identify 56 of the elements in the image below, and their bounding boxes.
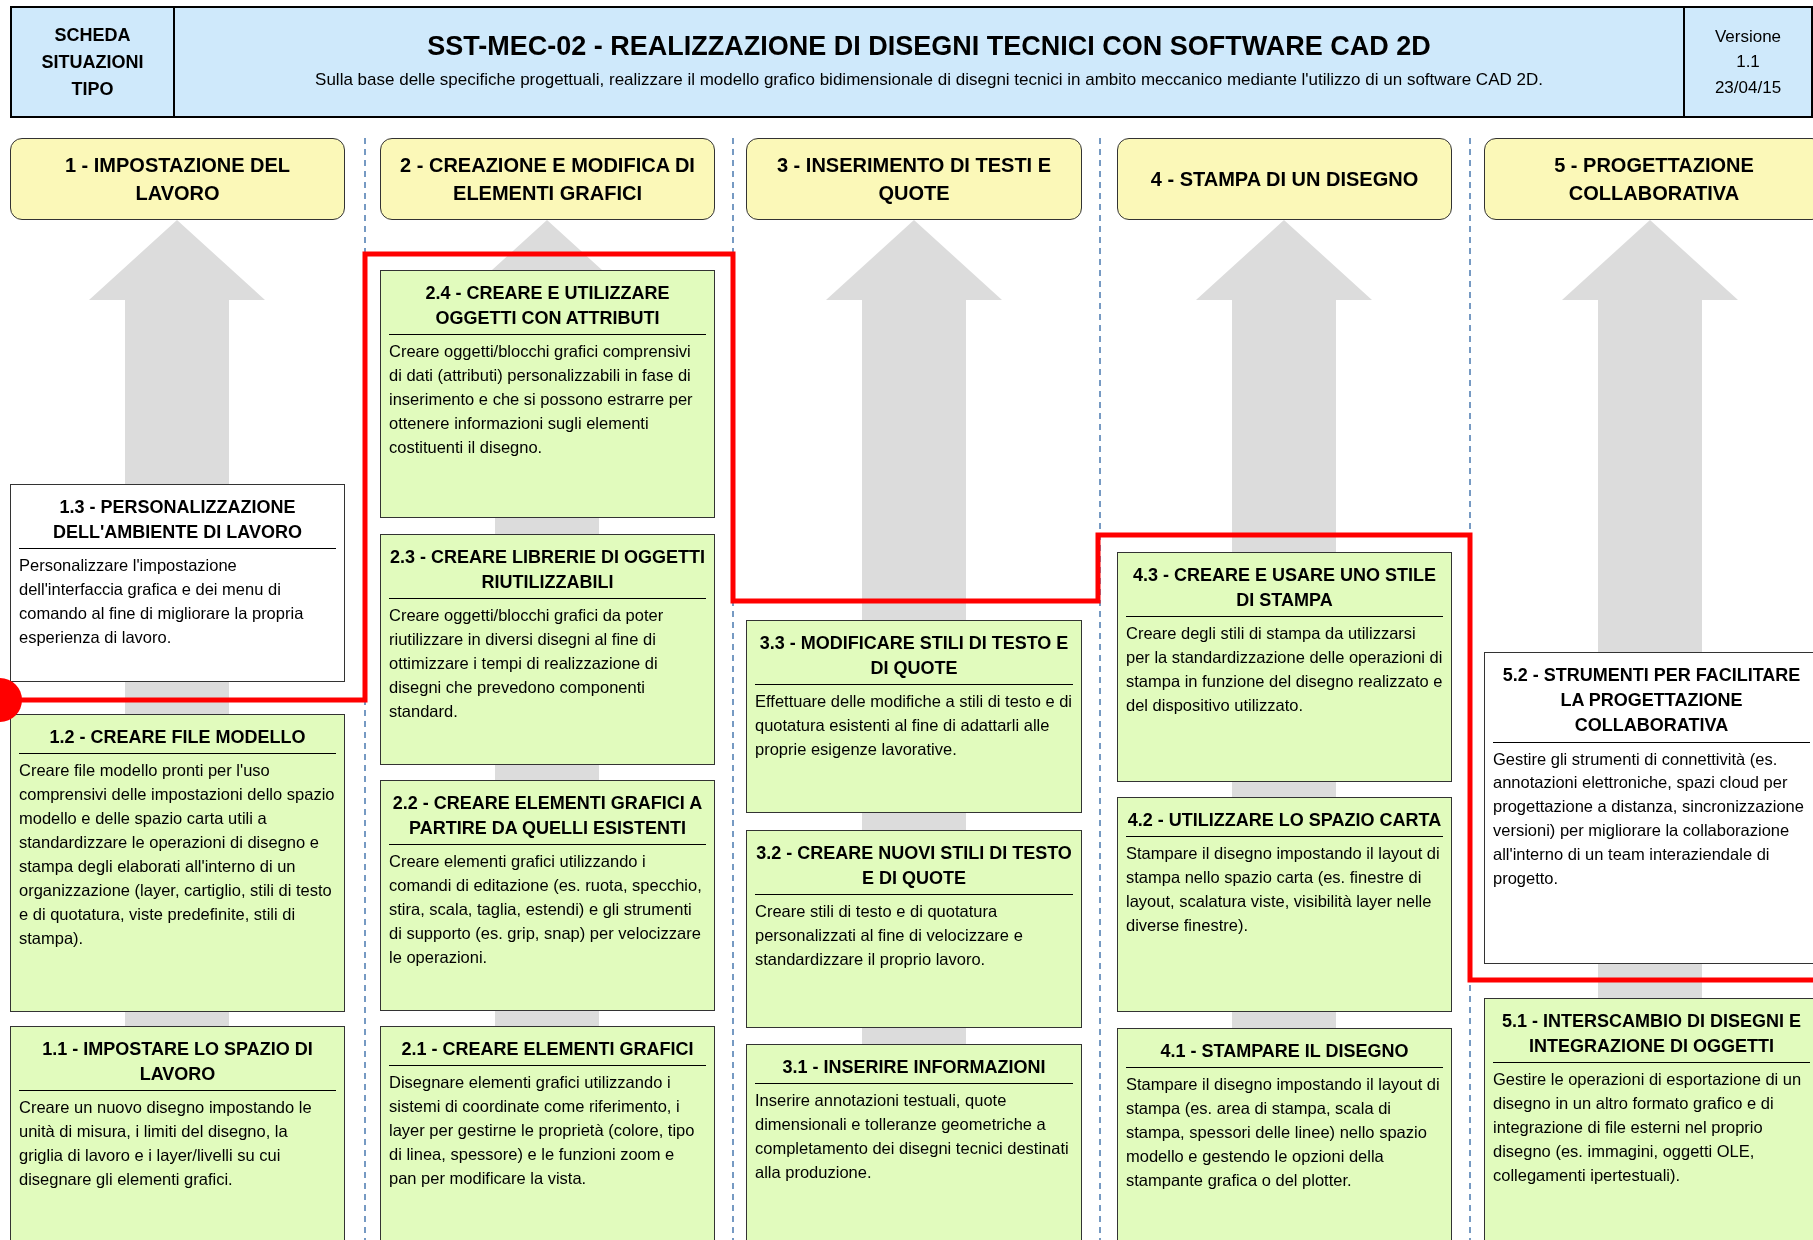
card-description: Gestire le operazioni di esportazione di un disegno in un altro formato grafico e di integrazione di file esterni nel proprio disegno (es. immagini, oggetti OLE, collegamenti ipertestuali). bbox=[1493, 1069, 1803, 1187]
competence-card bbox=[380, 1026, 715, 1240]
competence-card bbox=[746, 620, 1082, 813]
phase-header: 3 - INSERIMENTO DI TESTI E QUOTE bbox=[746, 138, 1082, 220]
card-description: Stampare il disegno impostando il layout di stampa (es. area di stampa, scala di stampa, spessori delle linee) nello spazio modello e gestendo le opzioni della stampante grafica o del plotter. bbox=[1126, 1074, 1441, 1191]
card-description: Inserire annotazioni testuali, quote dimensionali e tolleranze geometriche a completamento dei disegni tecnici destinati alla produzione. bbox=[755, 1090, 1070, 1183]
card-description: Creare oggetti/blocchi grafici da poter riutilizzare in diversi disegni al fine di ottimizzare i tempi di realizzazione di disegni che prevedono componenti standard. bbox=[389, 605, 665, 723]
sheet-type-label: SCHEDA SITUAZIONI TIPO bbox=[40, 23, 145, 101]
card-description: Creare file modello pronti per l'uso comprensivi delle impostazioni dello spazio modello e delle spazio carta utili a standardizzare le operazioni di disegno e stampa degli elaborati all'interno di un organizzazione (layer, cartiglio, stili di testo e di quotatura, viste predefinite, stili di stampa). bbox=[19, 760, 336, 949]
competence-card bbox=[746, 830, 1082, 1028]
card-heading: 4.3 - CREARE E USARE UNO STILE DI STAMPA bbox=[1126, 559, 1443, 618]
card-heading: 2.4 - CREARE E UTILIZZARE OGGETTI CON ATTRIBUTI bbox=[389, 277, 706, 336]
version-number: 1.1 bbox=[1736, 51, 1760, 74]
card-heading: 3.2 - CREARE NUOVI STILI DI TESTO E DI QUOTE bbox=[755, 837, 1073, 896]
card-description: Creare stili di testo e di quotatura personalizzati al fine di velocizzare e standardizzare il proprio lavoro. bbox=[755, 901, 1024, 971]
competence-card bbox=[10, 714, 345, 1012]
competence-card bbox=[380, 270, 715, 518]
version-label: Versione bbox=[1714, 25, 1782, 48]
card-description: Disegnare elementi grafici utilizzando i sistemi di coordinate come riferimento, i layer per gestirne le proprietà (colore, tipo di linea, spessore) e le funzioni zoom e pan per modificare la vista. bbox=[389, 1072, 696, 1189]
competence-card bbox=[380, 780, 715, 1011]
competence-card bbox=[1484, 998, 1813, 1240]
card-description: Effettuare delle modifiche a stili di testo e di quotatura esistenti al fine di adattarli alle proprie esigenze lavorative. bbox=[755, 691, 1073, 761]
card-heading: 1.3 - PERSONALIZZAZIONE DELL'AMBIENTE DI LAVORO bbox=[19, 491, 336, 550]
card-heading: 5.2 - STRUMENTI PER FACILITARE LA PROGETTAZIONE COLLABORATIVA bbox=[1493, 659, 1810, 743]
card-description: Creare un nuovo disegno impostando le unità di misura, i limiti del disegno, la griglia di lavoro e i layer/livelli su cui disegnare gli elementi grafici. bbox=[19, 1097, 313, 1191]
phase-header: 2 - CREAZIONE E MODIFICA DI ELEMENTI GRAFICI bbox=[380, 138, 715, 220]
competence-card bbox=[10, 484, 345, 682]
phase-header: 1 - IMPOSTAZIONE DEL LAVORO bbox=[10, 138, 345, 220]
card-heading: 3.1 - INSERIRE INFORMAZIONI bbox=[755, 1051, 1073, 1085]
title: SST-MEC-02 - REALIZZAZIONE DI DISEGNI TECNICI CON SOFTWARE CAD 2D bbox=[427, 31, 1431, 63]
competence-card bbox=[746, 1044, 1082, 1240]
card-heading: 2.3 - CREARE LIBRERIE DI OGGETTI RIUTILIZZABILI bbox=[389, 541, 706, 600]
card-heading: 4.1 - STAMPARE IL DISEGNO bbox=[1126, 1035, 1443, 1069]
card-heading: 1.1 - IMPOSTARE LO SPAZIO DI LAVORO bbox=[19, 1033, 336, 1092]
card-description: Gestire gli strumenti di connettività (es. annotazioni elettroniche, spazi cloud per progettazione a distanza, sincronizzazione versioni) per migliorare la collaborazione all'interno di un team interaziendale di progetto. bbox=[1493, 748, 1805, 890]
card-description: Creare oggetti/blocchi grafici comprensivi di dati (attributi) personalizzabili in fase di inserimento e che si possono estrarre per ottenere informazioni sugli elementi costituenti il disegno. bbox=[389, 341, 694, 459]
phase-header: 4 - STAMPA DI UN DISEGNO bbox=[1117, 138, 1452, 220]
subtitle: Sulla base delle specifiche progettuali, realizzare il modello grafico bidimensionale di disegni tecnici in ambito meccanico mediante l'utilizzo di un software CAD 2D. bbox=[315, 69, 1543, 92]
card-description: Stampare il disegno impostando il layout di stampa nello spazio carta (es. finestre di layout, scalatura viste, visibilità layer nelle diverse finestre). bbox=[1126, 843, 1441, 936]
card-heading: 3.3 - MODIFICARE STILI DI TESTO E DI QUOTE bbox=[755, 627, 1073, 686]
competence-card bbox=[1484, 652, 1813, 964]
competence-card bbox=[380, 534, 715, 765]
phase-header: 5 - PROGETTAZIONE COLLABORATIVA bbox=[1484, 138, 1813, 220]
card-heading: 5.1 - INTERSCAMBIO DI DISEGNI E INTEGRAZIONE DI OGGETTI bbox=[1493, 1005, 1810, 1064]
card-heading: 1.2 - CREARE FILE MODELLO bbox=[19, 721, 336, 755]
competence-card bbox=[10, 1026, 345, 1240]
card-description: Creare degli stili di stampa da utilizzarsi per la standardizzazione delle operazioni di stampa in funzione del disegno realizzato e del dispositivo utilizzato. bbox=[1126, 623, 1443, 717]
competence-card bbox=[1117, 797, 1452, 1012]
competence-card bbox=[1117, 1028, 1452, 1240]
competence-card bbox=[1117, 552, 1452, 782]
card-description: Personalizzare l'impostazione dell'interfaccia grafica e dei menu di comando al fine di migliorare la propria esperienza di lavoro. bbox=[19, 555, 305, 649]
card-heading: 2.2 - CREARE ELEMENTI GRAFICI A PARTIRE DA QUELLI ESISTENTI bbox=[389, 787, 706, 846]
card-description: Creare elementi grafici utilizzando i comandi di editazione (es. ruota, specchio, stira, scala, taglia, estendi) e gli strumenti di supporto (es. grip, snap) per velocizzare le operazioni. bbox=[389, 851, 703, 969]
card-heading: 4.2 - UTILIZZARE LO SPAZIO CARTA bbox=[1126, 804, 1443, 838]
card-heading: 2.1 - CREARE ELEMENTI GRAFICI bbox=[389, 1033, 706, 1067]
date-label: 23/04/15 bbox=[1714, 76, 1782, 99]
